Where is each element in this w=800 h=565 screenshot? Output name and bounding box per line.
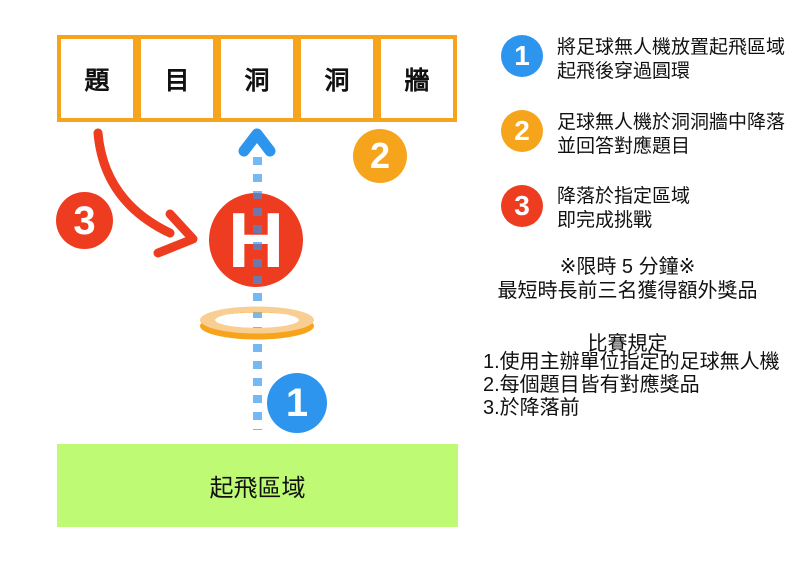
time-limit-line-2: 最短時長前三名獲得額外獎品 — [497, 280, 758, 302]
instruction-2-line-1: 足球無人機於洞洞牆中降落 — [557, 112, 786, 133]
diagram-step-badge-1: 1 — [267, 373, 327, 433]
flight-dashed-line-icon — [253, 157, 262, 430]
instruction-text-1: 將足球無人機放置起飛區域 起飛後穿過圓環 — [557, 36, 785, 84]
wall-cell-5: 牆 — [377, 35, 457, 122]
rule-item-3: 3.於降落前 — [483, 397, 580, 419]
instruction-1-line-1: 將足球無人機放置起飛區域 — [557, 37, 786, 58]
instruction-badge-2: 2 — [501, 110, 543, 152]
wall-cell-4: 洞 — [297, 35, 377, 122]
takeoff-zone: 起飛區域 — [57, 444, 458, 527]
takeoff-zone-label: 起飛區域 — [209, 475, 306, 502]
instruction-3-line-1: 降落於指定區域 — [557, 186, 691, 207]
wall-cell-3: 洞 — [217, 35, 297, 122]
flight-up-arrowhead-icon — [238, 128, 276, 157]
time-limit-note: ※限時 5 分鐘※ 最短時長前三名獲得額外獎品 — [460, 255, 795, 303]
descent-curve-arrow-icon — [93, 128, 198, 258]
instruction-badge-1: 1 — [501, 35, 543, 77]
diagram-step-badge-2: 2 — [353, 129, 407, 183]
rules-list: 1.使用主辦單位指定的足球無人機 2.每個題目皆有對應獎品 3.於降落前 — [483, 351, 780, 420]
rules-title: 比賽規定 — [587, 333, 668, 355]
rule-item-1: 1.使用主辦單位指定的足球無人機 — [483, 351, 780, 373]
rule-item-2: 2.每個題目皆有對應獎品 — [483, 374, 700, 396]
instruction-1-line-2: 起飛後穿過圓環 — [557, 61, 691, 82]
time-limit-line-1: ※限時 5 分鐘※ — [559, 256, 696, 278]
wall-cell-1: 題 — [57, 35, 137, 122]
instruction-text-2: 足球無人機於洞洞牆中降落 並回答對應題目 — [557, 111, 785, 159]
wall-cell-2: 目 — [137, 35, 217, 122]
hole-wall: 題 目 洞 洞 牆 — [57, 35, 457, 122]
instruction-2-line-2: 並回答對應題目 — [557, 136, 691, 157]
hoop-ring-icon — [200, 306, 314, 340]
instruction-3-line-2: 即完成挑戰 — [557, 210, 653, 231]
instruction-badge-3: 3 — [501, 185, 543, 227]
instruction-text-3: 降落於指定區域 即完成挑戰 — [557, 185, 690, 233]
diagram-step-badge-3: 3 — [56, 192, 113, 249]
